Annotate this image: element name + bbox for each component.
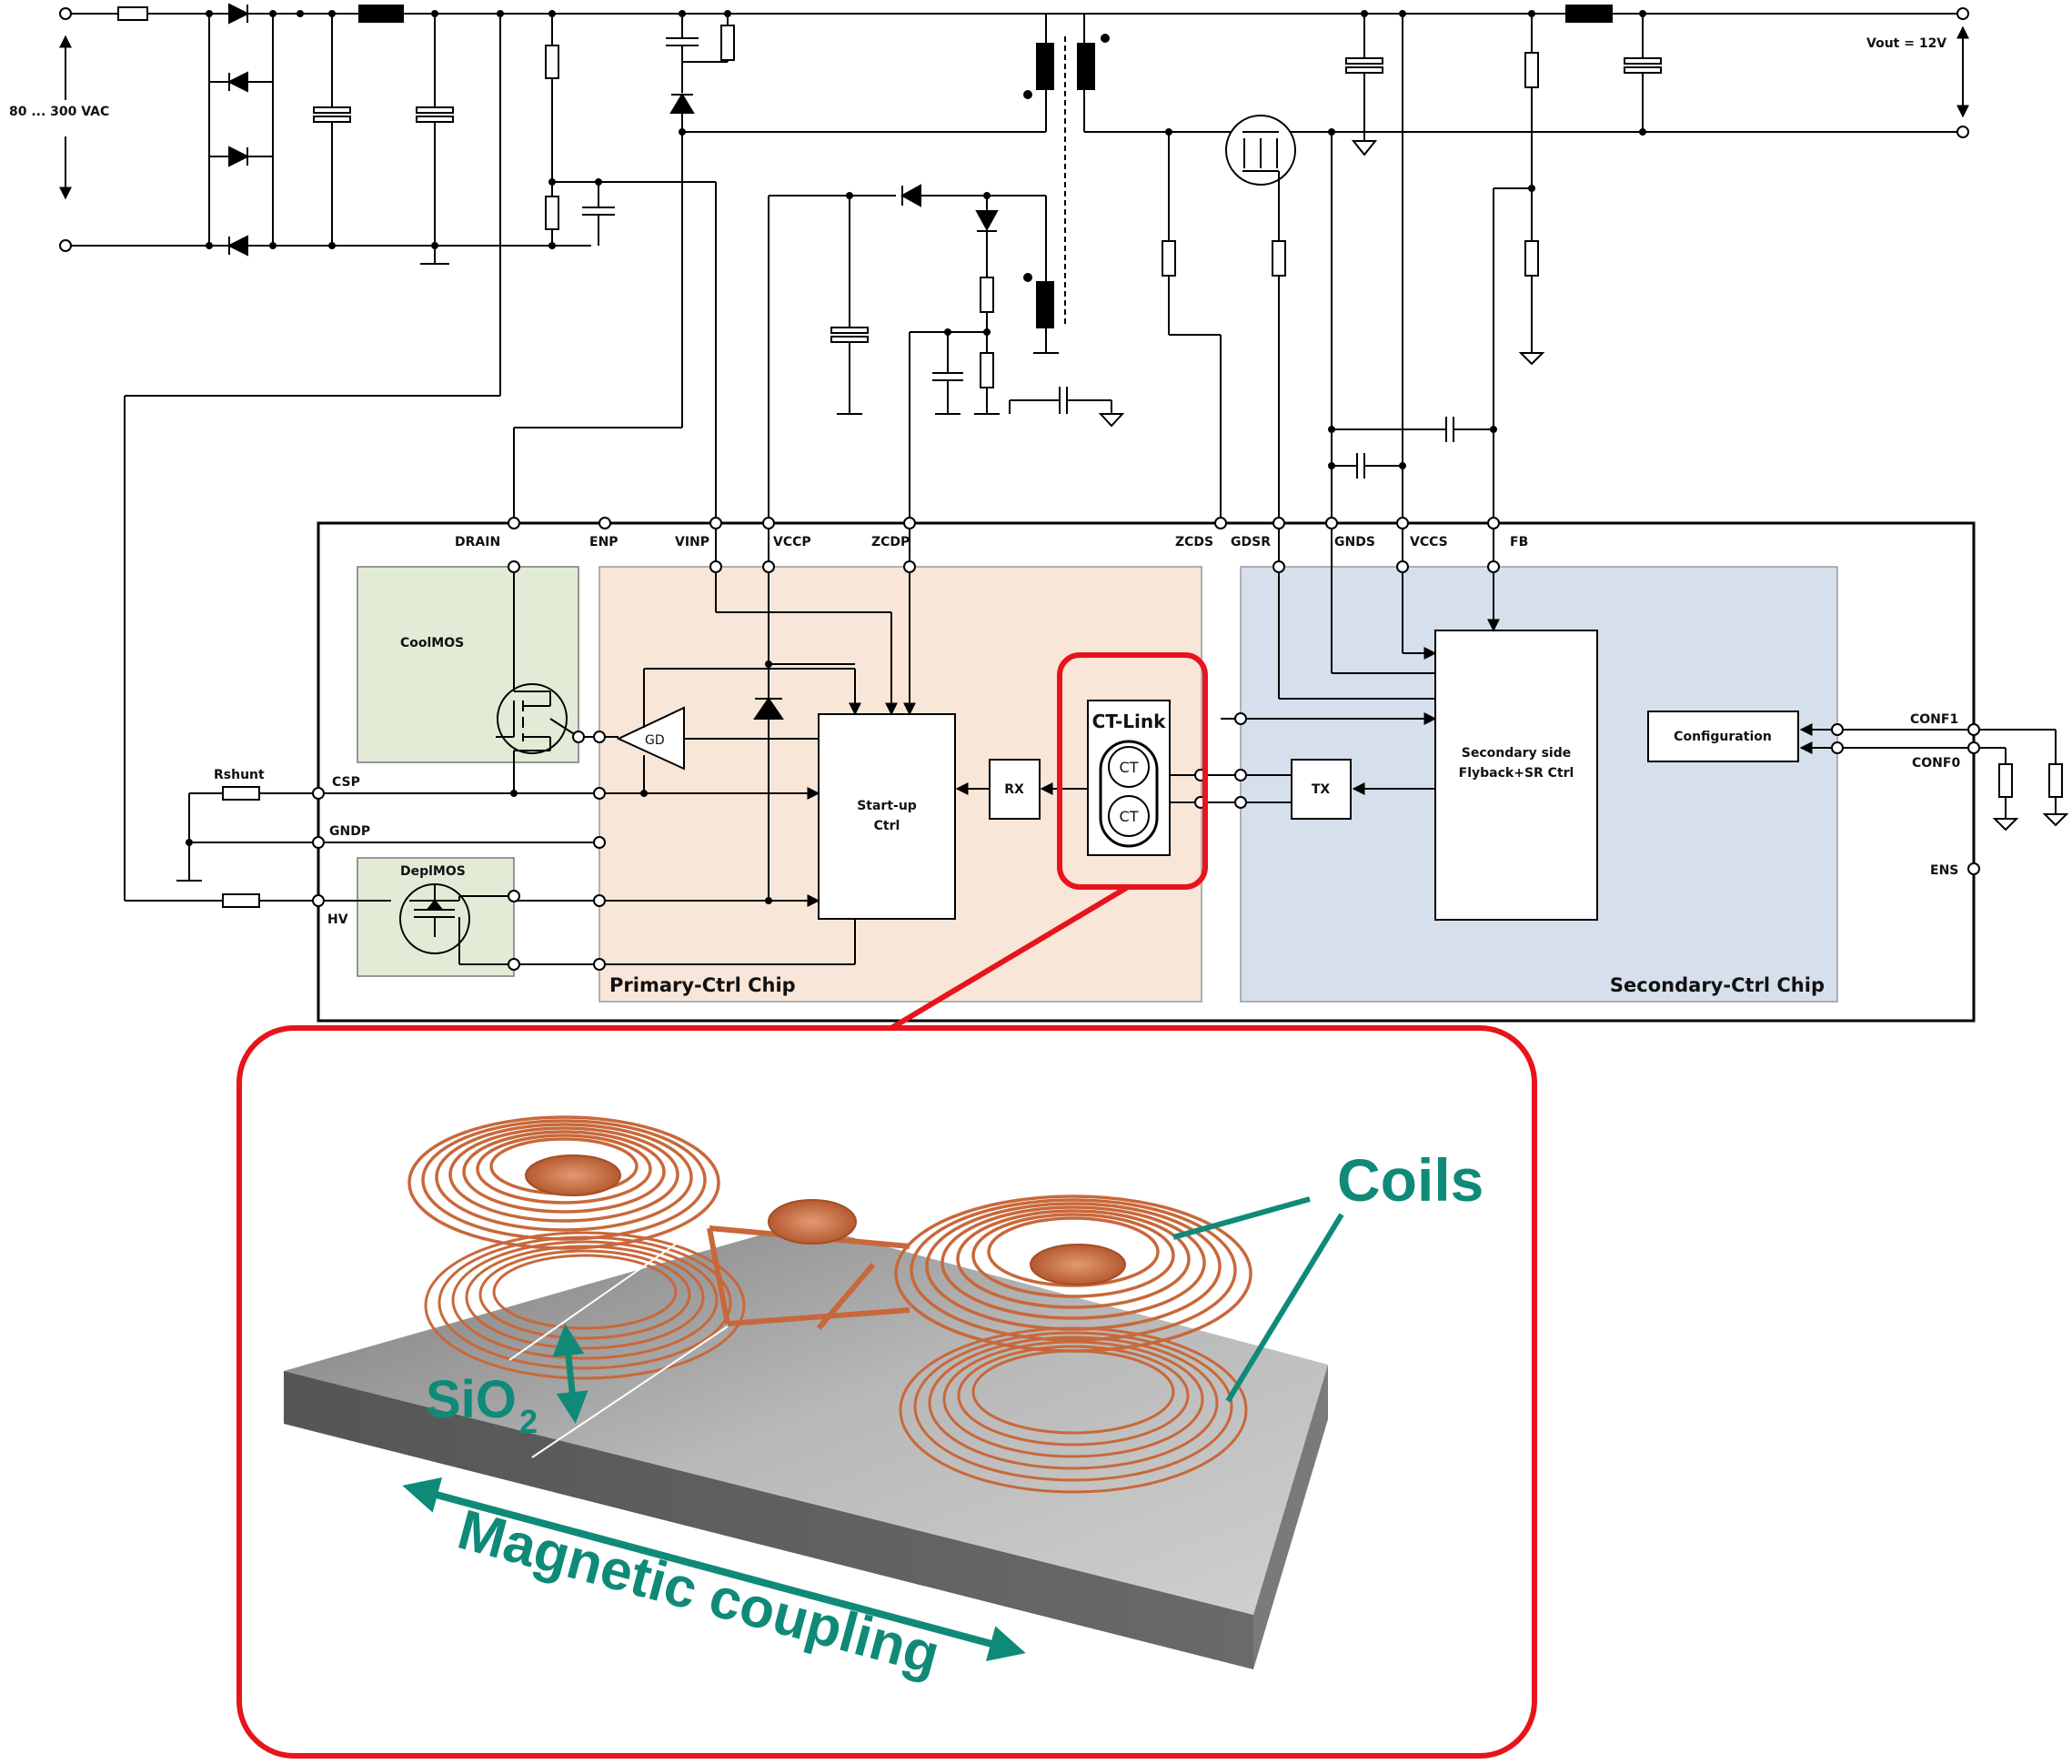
input-voltage-label: 80 ... 300 VAC [9,105,109,119]
schematic [59,3,2069,1031]
pin-vccs: VCCS [1410,535,1448,549]
substrate-top [284,1224,1328,1615]
rshunt-label: Rshunt [214,768,265,782]
vout-terminal-top [1956,7,1969,20]
configuration-label: Configuration [1674,730,1772,744]
secondary-label-1: Secondary side [1462,746,1571,761]
secondary-label-2: Flyback+SR Ctrl [1459,766,1574,781]
pin-zcds: ZCDS [1175,535,1213,549]
pin-enp: ENP [589,535,619,549]
pin-csp: CSP [332,775,360,790]
pin-vinp: VINP [675,535,709,549]
output-voltage-label: Vout = 12V [1866,36,1946,51]
deplmos-label: DeplMOS [400,864,466,879]
input-inductor [358,5,404,23]
bridge-rectifier [206,3,304,257]
pin-fb: FB [1510,535,1528,549]
pin-gnds: GNDS [1334,535,1375,549]
coolmos-label: CoolMOS [400,636,464,650]
rx-label: RX [1004,782,1024,797]
startup-label-2: Ctrl [874,819,900,833]
coolmos-block [357,566,579,763]
ct-link-label: CT-Link [1092,711,1167,732]
ct-link-highlight [1057,652,1208,890]
vout-terminal-bottom [1956,126,1969,138]
fuse [117,6,148,21]
rshunt-resistor [222,786,260,801]
coils-label: Coils [1337,1146,1484,1214]
secondary-side-block [1434,630,1598,921]
ct-label-2: CT [1120,808,1139,825]
configuration-block [1647,711,1799,762]
coil-illustration [284,1115,1344,1669]
sio2-label: SiO [426,1370,517,1429]
startup-label-1: Start-up [857,799,917,813]
coil-top-left [407,1115,720,1250]
secondary-chip-label: Secondary-Ctrl Chip [1610,974,1825,996]
pin-drain: DRAIN [455,535,500,549]
gd-label: GD [645,733,665,748]
primary-chip-label: Primary-Ctrl Chip [609,974,796,996]
bulk-capacitors [313,10,454,265]
pin-conf1: CONF1 [1910,712,1958,727]
tx-block [1291,759,1352,820]
schematic-labels: 80 ... 300 VAC Vout = 12V DRAIN ENP VINP… [9,36,1960,996]
pin-gdsr: GDSR [1231,535,1271,549]
ac-input-terminal-top [59,7,72,20]
pin-vccp: VCCP [773,535,811,549]
coil-top-right [894,1194,1252,1353]
tx-label: TX [1312,782,1331,797]
sio2-subscript: 2 [519,1403,538,1440]
pin-zcdp: ZCDP [871,535,910,549]
transformer [1023,14,1110,354]
pin-hv: HV [327,912,348,927]
pin-ens: ENS [1930,863,1958,878]
startup-ctrl-block [818,713,956,920]
ac-input-terminal-bottom [59,239,72,252]
middle-pad [768,1199,857,1245]
pin-conf0: CONF0 [1912,756,1960,771]
output-inductor [1565,5,1613,23]
pin-gndp: GNDP [329,824,370,839]
ct-label-1: CT [1120,759,1139,776]
rx-block [989,759,1041,820]
